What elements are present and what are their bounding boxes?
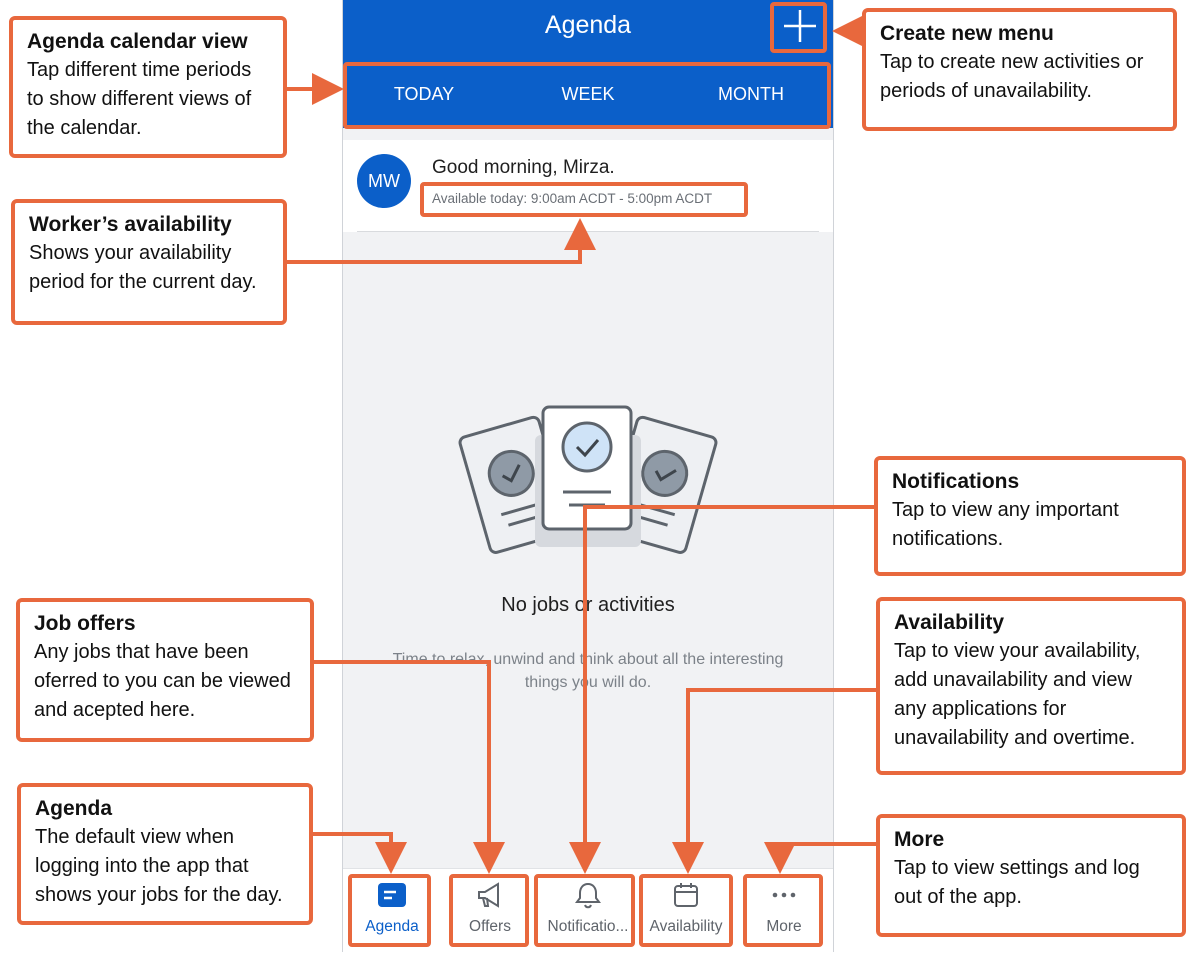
nav-offers[interactable]: Offers [441, 869, 539, 953]
bell-icon [575, 882, 601, 909]
create-new-button[interactable] [775, 4, 825, 48]
highlight-nav-more [743, 874, 823, 947]
highlight-nav-offers [449, 874, 529, 947]
calendar-icon [674, 883, 698, 907]
highlight-tabs [343, 62, 831, 129]
callout-calendar-view: Agenda calendar view Tap different time … [9, 16, 287, 158]
megaphone-icon [478, 882, 499, 908]
nav-agenda[interactable]: Agenda [343, 869, 441, 953]
empty-state-subtitle: Time to relax, unwind and think about al… [392, 651, 784, 691]
callout-notifications: Notifications Tap to view any important … [874, 456, 1186, 576]
callout-availability: Availability Tap to view your availabili… [876, 597, 1186, 775]
callout-body: Any jobs that have been oferred to you c… [34, 641, 291, 721]
divider [357, 231, 819, 232]
callout-body: Tap to view your availability, add unava… [894, 640, 1141, 749]
callout-body: Tap different time periods to show diffe… [27, 59, 252, 139]
tab-week[interactable]: WEEK [561, 84, 615, 104]
callout-job-offers: Job offers Any jobs that have been oferr… [16, 598, 314, 742]
availability-text: Available today: 9:00am ACDT - 5:00pm AC… [432, 191, 713, 206]
nav-notifications[interactable]: Notificatio... [539, 869, 637, 953]
highlight-create-button [770, 2, 827, 53]
callout-title: Notifications [892, 470, 1020, 493]
highlight-nav-agenda [348, 874, 431, 947]
callout-more: More Tap to view settings and log out of… [876, 814, 1186, 937]
tab-today[interactable]: TODAY [393, 84, 455, 104]
tab-month[interactable]: MONTH [718, 84, 784, 104]
callout-title: Agenda calendar view [27, 30, 248, 53]
nav-more[interactable]: More [735, 869, 833, 953]
callout-body: Tap to view settings and log out of the … [894, 857, 1140, 908]
nav-label: Notificatio... [547, 918, 629, 935]
plus-icon [784, 10, 816, 42]
nav-label: Offers [469, 918, 511, 935]
highlight-availability-text [420, 182, 748, 217]
callout-title: Worker’s availability [29, 213, 232, 236]
callout-title: Availability [894, 611, 1005, 634]
nav-label: Agenda [365, 918, 419, 935]
avatar[interactable]: MW [357, 154, 411, 208]
callout-title: Job offers [34, 612, 136, 635]
callout-create-menu: Create new menu Tap to create new activi… [862, 8, 1177, 131]
highlight-nav-availability [639, 874, 733, 947]
callout-title: Agenda [35, 797, 113, 820]
callout-worker-availability: Worker’s availability Shows your availab… [11, 199, 287, 325]
phone-screen: Agenda TODAY WEEK MONTH MW Good morning,… [342, 0, 834, 953]
nav-availability[interactable]: Availability [637, 869, 735, 953]
callout-body: Tap to view any important notifications. [892, 499, 1119, 550]
empty-state-title: No jobs or activities [501, 594, 675, 616]
greeting-text: Good morning, Mirza. [432, 157, 615, 178]
nav-label: More [766, 918, 802, 935]
bottom-nav: Agenda Offers Notificatio... Availabil [343, 868, 833, 953]
more-dots-icon [772, 892, 796, 898]
callout-body: Tap to create new activities or periods … [880, 51, 1144, 102]
callout-agenda: Agenda The default view when logging int… [17, 783, 313, 925]
callout-body: Shows your availability period for the c… [29, 242, 257, 293]
highlight-nav-notifications [534, 874, 635, 947]
nav-label: Availability [649, 918, 723, 935]
page-title: Agenda [544, 11, 632, 39]
callout-body: The default view when logging into the a… [35, 826, 283, 906]
callout-title: Create new menu [880, 22, 1054, 45]
agenda-icon [378, 883, 406, 907]
callout-title: More [894, 828, 945, 851]
empty-state-illustration [455, 395, 721, 565]
